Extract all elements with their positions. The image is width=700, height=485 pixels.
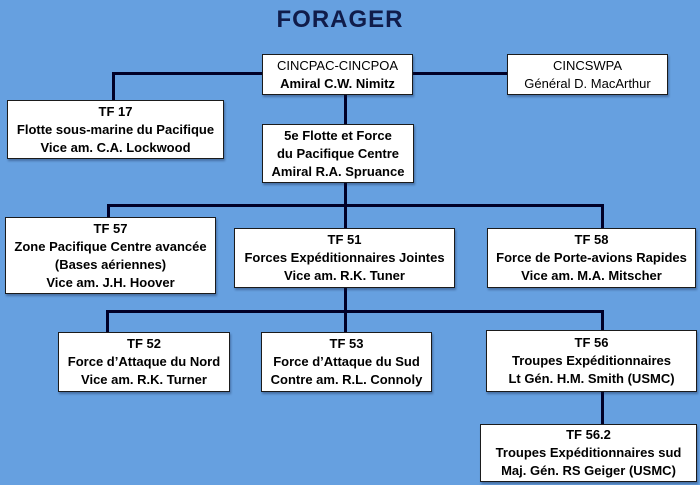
org-box-tf562: TF 56.2 Troupes Expéditionnaires sud Maj… bbox=[480, 424, 697, 482]
org-box-tf58-title: TF 58 bbox=[574, 232, 609, 247]
org-box-tf51-description: Forces Expéditionnaires Jointes bbox=[244, 250, 445, 265]
org-box-tf52-title: TF 52 bbox=[127, 336, 161, 351]
org-box-tf17: TF 17 Flotte sous-marine du Pacifique Vi… bbox=[7, 100, 224, 159]
org-box-tf57-title: TF 57 bbox=[93, 220, 128, 236]
connector-bus-tf57 bbox=[107, 204, 110, 217]
connector-tf56-tf562 bbox=[601, 392, 604, 424]
org-box-tf57-commander: Vice am. J.H. Hoover bbox=[46, 274, 175, 290]
org-box-cincpac-commander: Amiral C.W. Nimitz bbox=[280, 75, 395, 91]
org-box-tf56-title: TF 56 bbox=[574, 335, 609, 350]
connector-cincpac-tf17-horizontal bbox=[112, 72, 262, 75]
connector-cincpac-fleet5 bbox=[344, 95, 347, 124]
connector-level3-bus bbox=[106, 310, 604, 313]
org-box-tf17-description: Flotte sous-marine du Pacifique bbox=[16, 121, 215, 137]
org-box-fleet5-description: du Pacifique Centre bbox=[276, 145, 400, 161]
org-box-tf58-commander: Vice am. M.A. Mitscher bbox=[521, 268, 662, 283]
connector-tf51-bus bbox=[344, 288, 347, 311]
chart-title: FORAGER bbox=[276, 6, 404, 33]
org-box-tf562-commander: Maj. Gén. RS Geiger (USMC) bbox=[501, 463, 676, 478]
org-box-fleet5-commander: Amiral R.A. Spruance bbox=[271, 163, 405, 179]
org-box-cincswpa: CINCSWPA Général D. MacArthur bbox=[507, 54, 668, 95]
org-box-tf52-commander: Vice am. R.K. Turner bbox=[81, 372, 207, 387]
org-box-cincpac-title: CINCPAC-CINCPOA bbox=[276, 57, 399, 73]
connector-cincpac-tf17-vertical bbox=[112, 72, 115, 100]
org-box-tf17-title: TF 17 bbox=[98, 103, 133, 119]
org-box-cincswpa-title: CINCSWPA bbox=[552, 57, 623, 73]
org-box-tf51: TF 51 Forces Expéditionnaires Jointes Vi… bbox=[234, 228, 455, 288]
org-box-fleet5: 5e Flotte et Force du Pacifique Centre A… bbox=[262, 124, 414, 183]
org-box-tf562-description: Troupes Expéditionnaires sud bbox=[495, 445, 682, 460]
org-box-tf57-subdescription: (Bases aériennes) bbox=[54, 256, 167, 272]
org-box-tf562-title: TF 56.2 bbox=[566, 427, 611, 442]
connector-bus-tf56 bbox=[601, 310, 604, 331]
org-box-tf53-commander: Contre am. R.L. Connoly bbox=[270, 372, 423, 387]
connector-bus-tf52 bbox=[106, 310, 109, 332]
org-box-cincswpa-commander: Général D. MacArthur bbox=[524, 75, 651, 91]
org-box-tf53-title: TF 53 bbox=[329, 336, 364, 351]
org-box-tf51-commander: Vice am. R.K. Tuner bbox=[284, 268, 405, 283]
org-box-tf17-commander: Vice am. C.A. Lockwood bbox=[40, 139, 191, 155]
org-box-tf58: TF 58 Force de Porte-avions Rapides Vice… bbox=[487, 228, 696, 288]
org-box-tf52: TF 52 Force d’Attaque du Nord Vice am. R… bbox=[58, 332, 230, 392]
org-box-tf52-description: Force d’Attaque du Nord bbox=[67, 354, 221, 369]
org-box-fleet5-title: 5e Flotte et Force bbox=[284, 127, 392, 143]
connector-level2-bus bbox=[107, 204, 604, 207]
org-box-tf56: TF 56 Troupes Expéditionnaires Lt Gén. H… bbox=[486, 330, 697, 392]
org-box-tf56-commander: Lt Gén. H.M. Smith (USMC) bbox=[508, 371, 675, 386]
org-box-tf53: TF 53 Force d’Attaque du Sud Contre am. … bbox=[261, 332, 432, 392]
org-box-tf57: TF 57 Zone Pacifique Centre avancée (Bas… bbox=[5, 217, 216, 294]
org-box-tf57-description: Zone Pacifique Centre avancée bbox=[14, 238, 207, 254]
connector-cincpac-cincswpa bbox=[413, 72, 507, 75]
org-box-tf51-title: TF 51 bbox=[327, 232, 362, 247]
org-box-tf56-description: Troupes Expéditionnaires bbox=[512, 353, 671, 368]
connector-bus-tf53 bbox=[344, 310, 347, 332]
org-box-tf53-description: Force d’Attaque du Sud bbox=[273, 354, 420, 369]
org-box-cincpac: CINCPAC-CINCPOA Amiral C.W. Nimitz bbox=[262, 54, 413, 95]
org-box-tf58-description: Force de Porte-avions Rapides bbox=[496, 250, 687, 265]
connector-bus-tf58 bbox=[601, 204, 604, 228]
